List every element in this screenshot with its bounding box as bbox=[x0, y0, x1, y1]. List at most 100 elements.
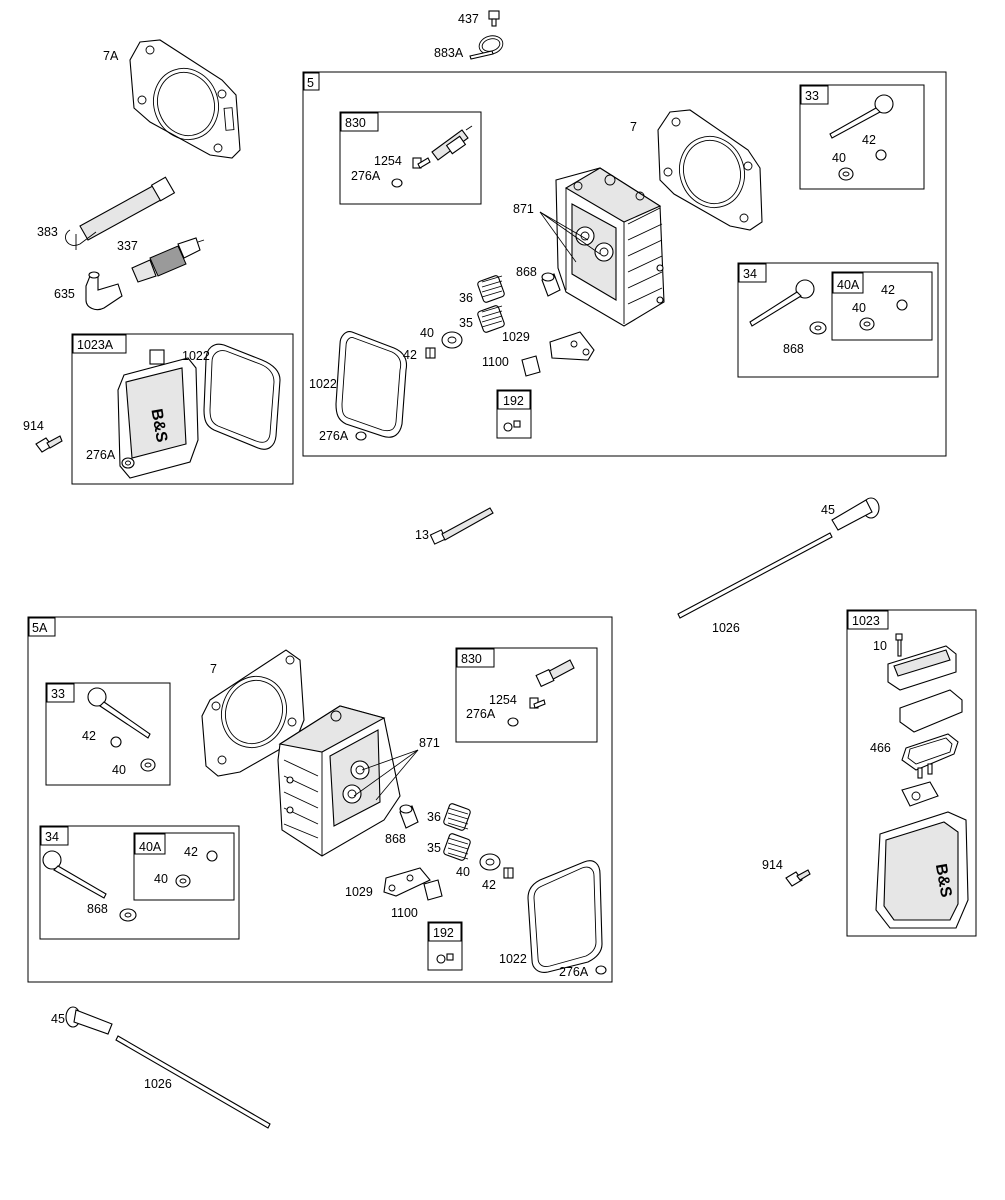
tag-5a-34: 34 bbox=[45, 830, 59, 844]
kit-33-tag-box bbox=[800, 85, 829, 105]
retainer-40-33-icon bbox=[838, 167, 854, 181]
label-34-42: 42 bbox=[881, 283, 895, 297]
tag-5a-830: 830 bbox=[461, 652, 482, 666]
label-5a-34-40: 40 bbox=[154, 872, 168, 886]
label-5a-42: 42 bbox=[482, 878, 496, 892]
assembly-5a-tag-box bbox=[28, 617, 56, 637]
cover-gasket-1022a-icon bbox=[203, 343, 281, 450]
label-5a-868: 868 bbox=[385, 832, 406, 846]
label-1029: 1029 bbox=[502, 330, 530, 344]
screws-5a-192-icon bbox=[436, 953, 454, 964]
label-10: 10 bbox=[873, 639, 887, 653]
valve-45-icon bbox=[831, 497, 880, 531]
assembly-5-frame bbox=[302, 71, 947, 457]
label-437: 437 bbox=[458, 12, 479, 26]
label-5a-7: 7 bbox=[210, 662, 217, 676]
washer-276a-5-icon bbox=[355, 431, 367, 441]
washer-276a-icon bbox=[121, 457, 135, 469]
label-45-b: 45 bbox=[51, 1012, 65, 1026]
valve-guide-868-icon bbox=[541, 272, 561, 297]
collet-42-33-icon bbox=[875, 149, 887, 161]
label-383: 383 bbox=[37, 225, 58, 239]
kit-5a-40a-tag-box bbox=[134, 833, 166, 855]
label-35: 35 bbox=[459, 316, 473, 330]
label-466: 466 bbox=[870, 741, 891, 755]
spring-36-icon bbox=[477, 275, 505, 303]
leader-5a-871-c bbox=[353, 749, 419, 797]
valve-retainer-40-icon bbox=[441, 331, 463, 349]
kit-192-frame bbox=[496, 389, 532, 439]
label-5a-1029: 1029 bbox=[345, 885, 373, 899]
push-rod-1026-icon bbox=[677, 532, 833, 619]
kit-830-tag-box bbox=[340, 112, 379, 132]
leader-871-b bbox=[539, 211, 577, 263]
label-45-a: 45 bbox=[821, 503, 835, 517]
label-276a-b: 276A bbox=[351, 169, 381, 183]
label-5a-36: 36 bbox=[427, 810, 441, 824]
label-337: 337 bbox=[117, 239, 138, 253]
cylinder-head-5a-icon bbox=[277, 705, 401, 857]
push-rod-1026-b-icon bbox=[115, 1035, 271, 1129]
screw-1254-icon bbox=[412, 157, 431, 169]
head-gasket-7-icon bbox=[657, 109, 763, 231]
kit-40a-frame bbox=[831, 271, 933, 341]
breather-plate-icon bbox=[899, 689, 963, 733]
leader-5a-871-b bbox=[375, 749, 419, 801]
label-276a-c: 276A bbox=[319, 429, 349, 443]
tag-5a-192: 192 bbox=[433, 926, 454, 940]
guide-868-34-icon bbox=[809, 321, 827, 335]
label-871: 871 bbox=[513, 202, 534, 216]
label-5a-276a: 276A bbox=[466, 707, 496, 721]
cover-gasket-1022-icon bbox=[335, 331, 408, 438]
leader-871-c bbox=[539, 211, 601, 255]
retainer-5a-40-icon bbox=[479, 853, 501, 871]
collet-5a-40a-42-icon bbox=[206, 850, 218, 862]
kit-33-frame bbox=[799, 84, 925, 190]
bolt-13-icon bbox=[429, 507, 494, 545]
label-868: 868 bbox=[516, 265, 537, 279]
label-5a-33-40: 40 bbox=[112, 763, 126, 777]
rocker-arm-1029-icon bbox=[549, 331, 595, 361]
tag-192: 192 bbox=[503, 394, 524, 408]
kit-5a-34-tag-box bbox=[40, 826, 69, 846]
kit-192-tag-box bbox=[497, 390, 531, 410]
spring-35-icon bbox=[477, 305, 505, 333]
spring-5a-35-icon bbox=[443, 833, 471, 861]
kit-40a-tag-box bbox=[832, 272, 864, 294]
label-1026-a: 1026 bbox=[712, 621, 740, 635]
valve-5a-34-icon bbox=[42, 850, 107, 899]
washer-276a-830-icon bbox=[391, 178, 403, 188]
screws-1023-icon bbox=[917, 763, 933, 779]
label-1254: 1254 bbox=[374, 154, 402, 168]
retainer-40-40a-icon bbox=[859, 317, 875, 331]
assembly-5a-frame bbox=[27, 616, 613, 983]
stud-830-icon bbox=[431, 125, 473, 161]
screw-914-b-icon bbox=[785, 869, 811, 887]
valve-collet-42-icon bbox=[425, 347, 436, 359]
label-5a-40: 40 bbox=[456, 865, 470, 879]
label-5a-1100: 1100 bbox=[391, 906, 418, 920]
kit-34-frame bbox=[737, 262, 939, 378]
label-5a-34-868: 868 bbox=[87, 902, 108, 916]
kit-5a-33-frame bbox=[45, 682, 171, 786]
head-gasket-7a-icon bbox=[129, 39, 241, 159]
retainer-5a-33-40-icon bbox=[140, 758, 156, 772]
tag-33: 33 bbox=[805, 89, 819, 103]
tag-5a-33: 33 bbox=[51, 687, 65, 701]
label-36: 36 bbox=[459, 291, 473, 305]
label-883a: 883A bbox=[434, 46, 464, 60]
tag-1023: 1023 bbox=[852, 614, 880, 628]
cylinder-head-5-icon bbox=[555, 167, 665, 327]
label-7a: 7A bbox=[103, 49, 119, 63]
label-914-a: 914 bbox=[23, 419, 44, 433]
valve-cover-top-icon bbox=[887, 645, 957, 691]
valve-45-b-icon bbox=[65, 1006, 113, 1035]
label-33-40: 40 bbox=[832, 151, 846, 165]
label-42: 42 bbox=[403, 348, 417, 362]
kit-1023a-tag-box bbox=[72, 334, 127, 354]
washer-5a-276a-b-icon bbox=[595, 965, 607, 975]
tag-5a: 5A bbox=[32, 621, 48, 635]
screw-914-icon bbox=[35, 435, 63, 453]
guide-5a-868-icon bbox=[399, 804, 419, 829]
